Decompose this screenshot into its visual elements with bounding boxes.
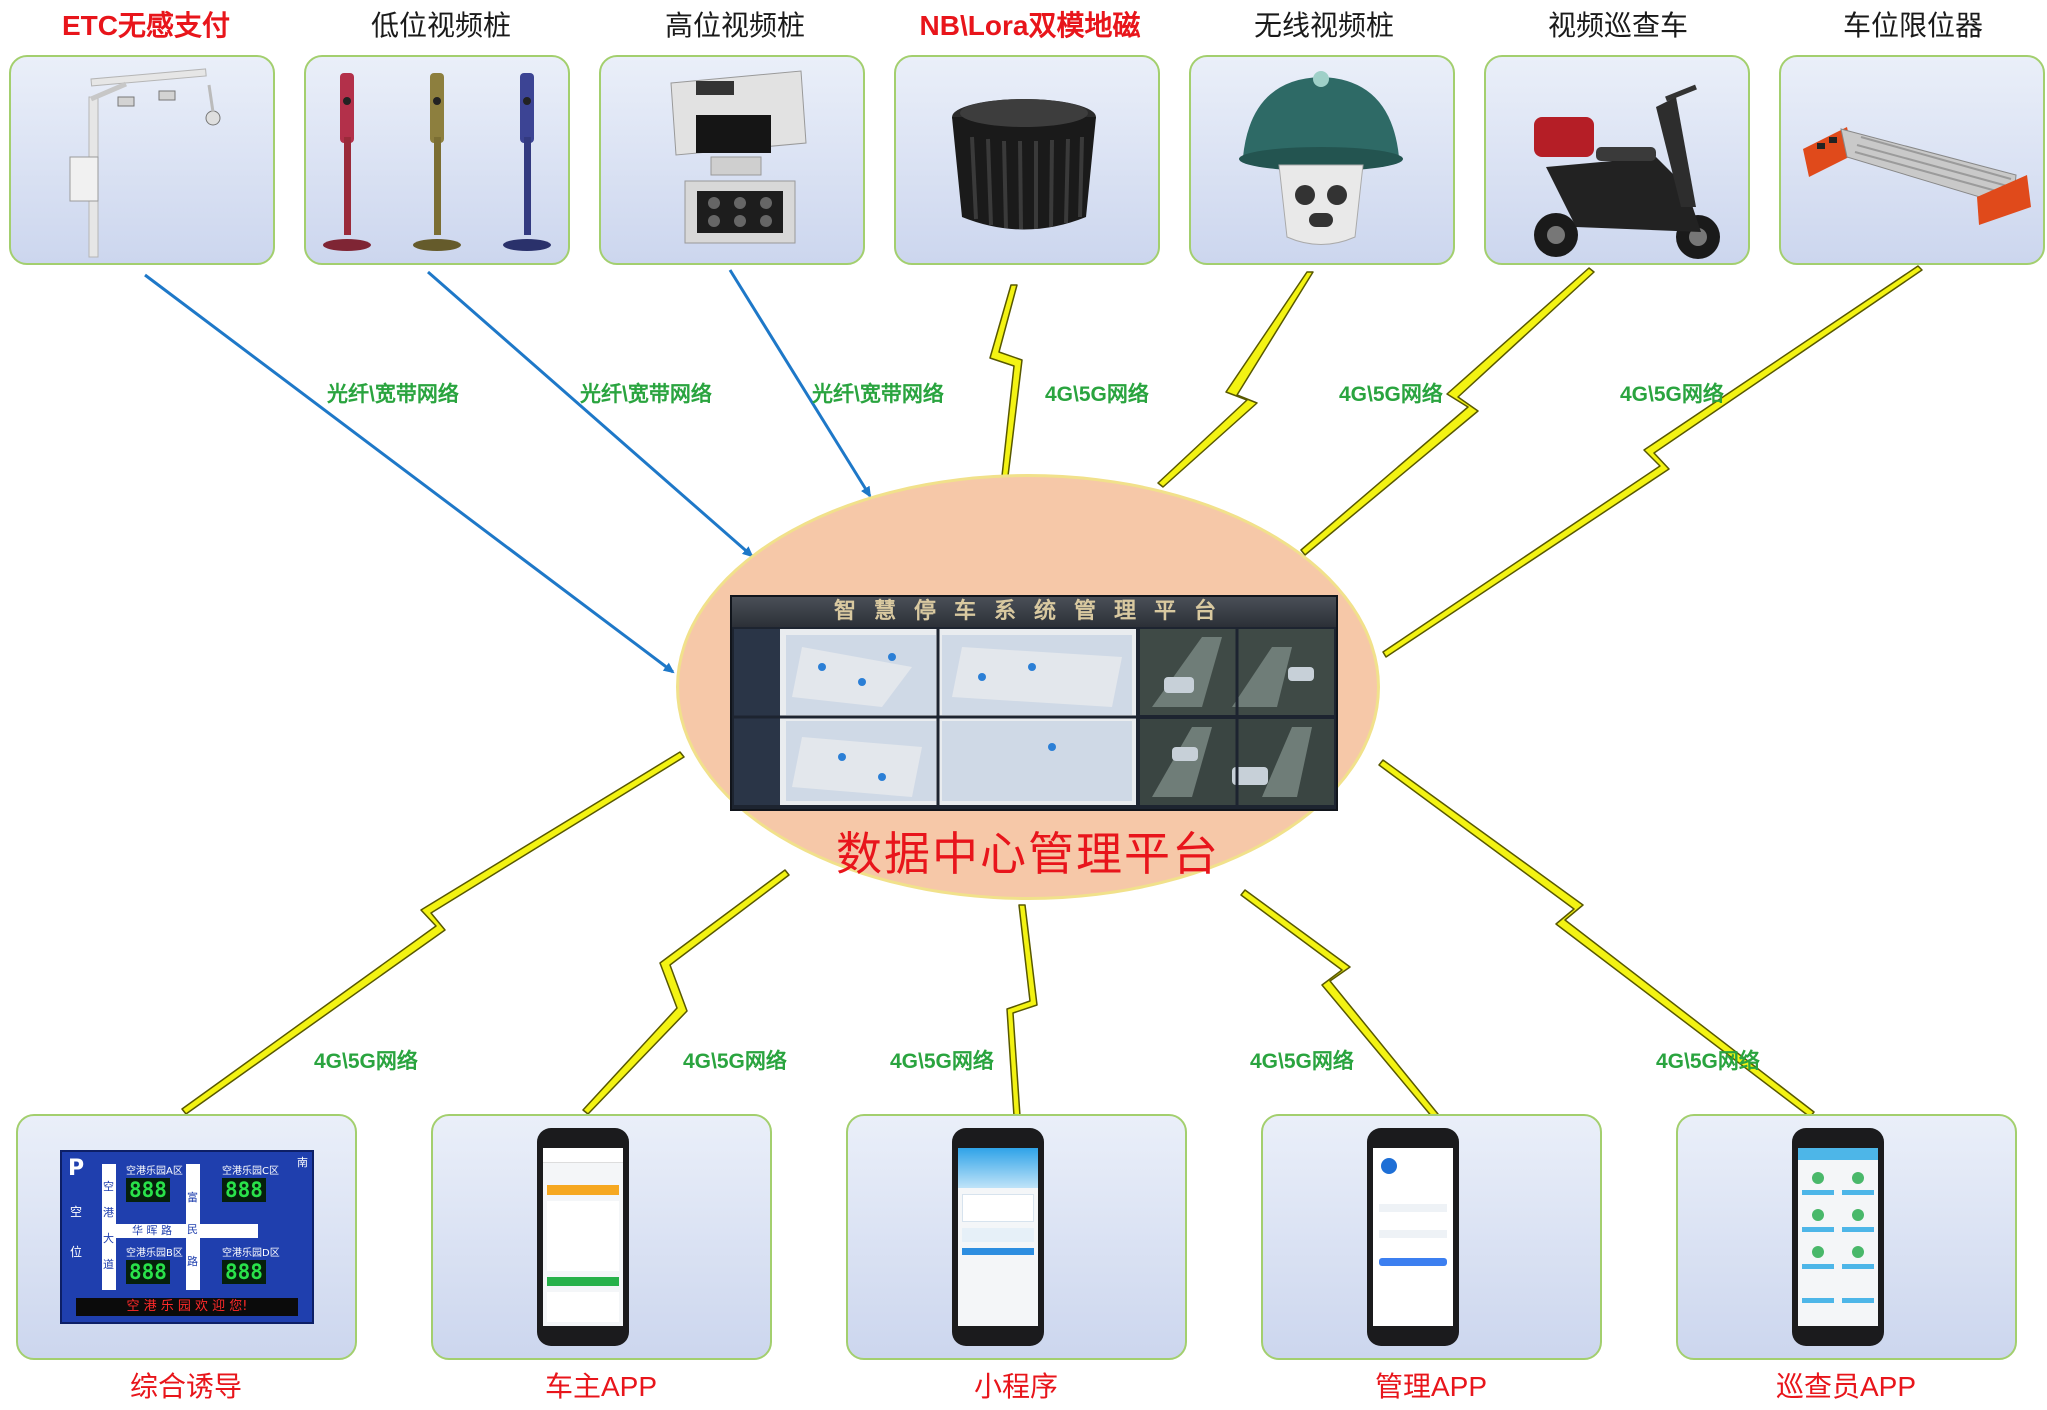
parking-limiter-icon (1803, 127, 2031, 225)
high-video-camera-icon (670, 70, 807, 244)
wireless-link-limiter (1382, 265, 1923, 658)
network-label-manage-app: 4G\5G网络 (1250, 1050, 1354, 1073)
patrol-app-phone (1792, 1128, 1884, 1346)
network-label-wireless-video: 4G\5G网络 (1339, 383, 1443, 406)
guidance-zone-b: 空港乐园B区 (126, 1248, 183, 1259)
guidance-road-label-h: 华 晖 路 (132, 1224, 172, 1237)
patrol-scooter-icon (1534, 84, 1720, 259)
network-label-low-video: 光纤\宽带网络 (580, 383, 712, 406)
network-label-geomagnetic: 4G\5G网络 (1045, 383, 1149, 406)
mini-program-screen (958, 1148, 1038, 1326)
device-title-low-video: 低位视频桩 (370, 9, 511, 42)
fiber-link-high-video (728, 269, 872, 498)
device-title-patrol-car: 视频巡查车 (1547, 9, 1688, 42)
device-title-etc: ETC无感支付 (61, 10, 230, 41)
platform-screen-panels (734, 629, 1334, 805)
client-card-patrol-app (1676, 1114, 2017, 1360)
guidance-banner: 空 港 乐 园 欢 迎 您! (76, 1298, 298, 1316)
network-label-etc: 光纤\宽带网络 (327, 383, 459, 406)
network-label-high-video: 光纤\宽带网络 (812, 383, 944, 406)
network-label-guidance: 4G\5G网络 (314, 1050, 418, 1073)
wireless-link-patrol-car (1300, 267, 1595, 556)
client-card-mini-program (846, 1114, 1187, 1360)
guidance-sign-compass: 南 (297, 1156, 308, 1169)
wireless-video-pile-icon (1239, 71, 1403, 245)
fiber-link-etc (144, 273, 675, 674)
device-card-limiter (1779, 55, 2045, 265)
patrol-app-screen (1798, 1148, 1878, 1326)
client-title-guidance: 综合诱导 (129, 1371, 242, 1402)
network-label-owner-app: 4G\5G网络 (683, 1050, 787, 1073)
mini-program-phone (952, 1128, 1044, 1346)
device-card-wireless-video (1189, 55, 1455, 265)
client-card-owner-app (431, 1114, 772, 1360)
wireless-link-guidance (181, 751, 685, 1115)
wireless-link-geomagnetic (989, 284, 1023, 477)
wireless-link-mini-program (1006, 904, 1038, 1117)
client-title-patrol-app: 巡查员APP (1775, 1371, 1917, 1402)
client-title-manage-app: 管理APP (1374, 1371, 1488, 1402)
geomagnetic-sensor-icon (952, 99, 1096, 230)
low-video-pole-icon (323, 73, 551, 251)
owner-app-phone (537, 1128, 629, 1346)
guidance-zone-d: 空港乐园D区 (222, 1248, 280, 1259)
guidance-value-d: 888 (222, 1260, 266, 1284)
device-title-high-video: 高位视频桩 (664, 9, 805, 42)
guidance-value-c: 888 (222, 1178, 266, 1202)
guidance-zone-a: 空港乐园A区 (126, 1166, 183, 1177)
device-card-low-video (304, 55, 570, 265)
network-label-patrol-app: 4G\5G网络 (1656, 1050, 1760, 1073)
device-card-geomagnetic (894, 55, 1160, 265)
guidance-zone-c: 空港乐园C区 (222, 1166, 279, 1177)
network-label-mini-program: 4G\5G网络 (890, 1050, 994, 1073)
device-title-limiter: 车位限位器 (1842, 9, 1983, 42)
device-title-geomagnetic: NB\Lora双模地磁 (919, 10, 1141, 41)
guidance-value-a: 888 (126, 1178, 170, 1202)
client-card-manage-app (1261, 1114, 1602, 1360)
owner-app-screen (543, 1148, 623, 1326)
device-card-patrol-car (1484, 55, 1750, 265)
device-card-high-video (599, 55, 865, 265)
platform-screen-title: 智慧停车系统管理平台 (732, 597, 1336, 627)
etc-gantry-icon (69, 68, 221, 258)
guidance-sign-side-text: 空位 (70, 1205, 83, 1259)
device-title-wireless-video: 无线视频桩 (1253, 9, 1394, 42)
wireless-link-manage-app (1240, 889, 1439, 1119)
device-card-etc (9, 55, 275, 265)
manage-app-screen (1373, 1148, 1453, 1326)
guidance-value-b: 888 (126, 1260, 170, 1284)
client-title-mini-program: 小程序 (973, 1371, 1058, 1402)
manage-app-logo-icon (1381, 1158, 1397, 1174)
manage-app-phone (1367, 1128, 1459, 1346)
platform-screen: 智慧停车系统管理平台 (730, 595, 1338, 811)
client-title-owner-app: 车主APP (544, 1371, 658, 1402)
guidance-sign-p: P (68, 1156, 85, 1181)
guidance-road-label-v2: 富民路 (187, 1191, 198, 1268)
client-card-guidance: P 空位 南 空港大道 富民路 华 晖 路 空港乐园A区 888 空港乐园C区 … (16, 1114, 357, 1360)
guidance-sign: P 空位 南 空港大道 富民路 华 晖 路 空港乐园A区 888 空港乐园C区 … (60, 1150, 314, 1324)
guidance-road-label-v1: 空港大道 (103, 1180, 114, 1271)
wireless-link-wireless-video (1157, 271, 1314, 488)
patrol-app-grid (1802, 1172, 1874, 1303)
wireless-link-owner-app (582, 869, 790, 1115)
guidance-road-horizontal (102, 1224, 258, 1238)
fiber-link-low-video (427, 270, 754, 558)
hub-label: 数据中心管理平台 (836, 827, 1220, 881)
network-label-patrol-car: 4G\5G网络 (1620, 383, 1724, 406)
